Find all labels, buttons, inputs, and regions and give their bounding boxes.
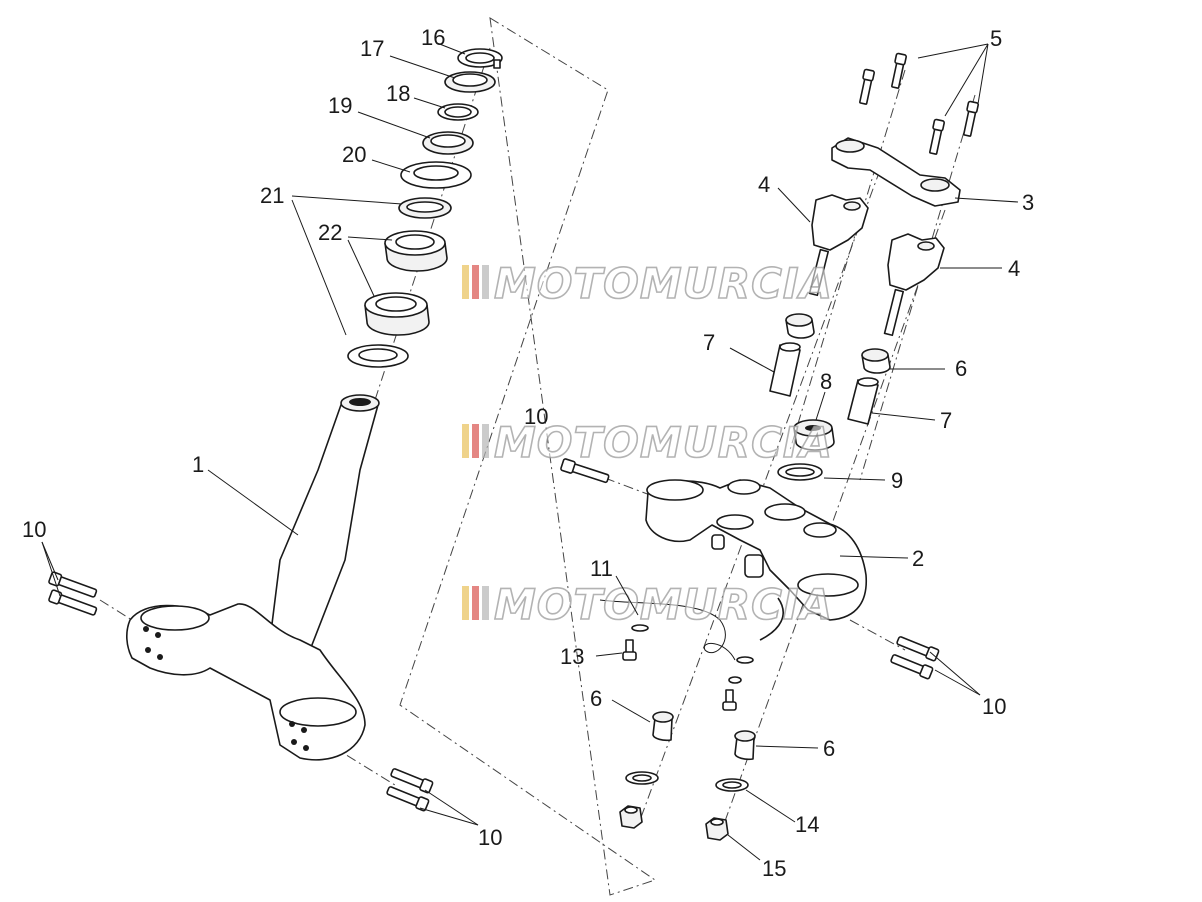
assembly-frame [399,17,657,896]
callout-labels: 16 17 18 19 20 21 22 1 10 10 10 10 5 3 4… [22,25,1034,881]
stem-nut-part [793,419,835,451]
bolts-left-lower [386,768,434,812]
stem-washer-part [777,463,823,481]
callout-10-left: 10 [22,517,46,542]
handlebar-riser-left-part [808,194,869,297]
callout-6-lower-left: 6 [590,686,602,711]
bearing-upper-part [384,230,448,272]
screw-left-part [622,639,637,661]
bolts-upper-clamp-left [560,458,610,484]
callout-10-right: 10 [982,694,1006,719]
spacer-left-part [769,342,801,397]
clamp-axis-a [789,69,906,451]
wire-clip-part [599,599,754,684]
bushing-lower-left-part [652,711,674,742]
bolt-axis-3 [604,477,651,496]
washer-part [437,103,479,121]
watermark-text-2: MOTOMURCIA [494,418,833,467]
bolt-axis-1 [99,599,141,626]
screw-right-part [722,689,737,711]
callout-22: 22 [318,220,342,245]
callout-21: 21 [260,183,284,208]
callout-16: 16 [421,25,445,50]
callout-18: 18 [386,81,410,106]
spacer-right-part [847,377,879,425]
callout-11: 11 [590,556,613,581]
callout-2: 2 [912,546,924,571]
callout-17: 17 [360,36,384,61]
leader-lines [41,42,1019,861]
callout-10-bottom: 10 [478,825,502,850]
callout-14: 14 [795,812,819,837]
callout-8: 8 [820,369,832,394]
nut-lower-right-part [705,817,729,841]
bushing-upper-right-part [861,348,891,374]
handlebar-cap-part [831,137,961,207]
clamp-bolt-holes [143,626,309,751]
bearing-lower-part [364,292,430,336]
handlebar-bolts [859,52,979,155]
watermark-2: MOTOMURCIA [462,417,833,468]
ring-nut-lower-part [422,131,474,155]
lower-clamp-part [126,394,380,761]
callout-4-left: 4 [758,172,770,197]
watermark-text-1: MOTOMURCIA [494,259,833,308]
callout-9: 9 [891,468,903,493]
callout-1: 1 [192,452,204,477]
bearing-ring-upper-part [398,197,452,219]
bushing-upper-left-part [785,313,815,339]
callout-13: 13 [560,644,584,669]
watermark-1: MOTOMURCIA [462,258,833,309]
bolt-axis-4 [849,619,906,651]
callout-6-upper: 6 [955,356,967,381]
nut-lower-left-part [619,805,643,829]
bolts-upper-clamp-right [890,636,940,680]
watermark-text-3: MOTOMURCIA [494,580,833,629]
watermark-3: MOTOMURCIA [462,579,833,630]
steering-stack [347,48,503,368]
handlebar-riser-right-part [883,233,945,337]
callout-7-right: 7 [940,408,952,433]
washer-lower-right-part [715,778,749,792]
callout-4-right: 4 [1008,256,1020,281]
callout-3: 3 [1022,190,1034,215]
callout-7-left: 7 [703,330,715,355]
lock-washer-part [457,48,503,69]
callout-19: 19 [328,93,352,118]
dust-seal-part [400,161,472,189]
ring-nut-upper-part [444,71,496,93]
callout-5: 5 [990,26,1002,51]
bearing-ring-lower-part [347,344,409,368]
bushing-lower-right-part [734,730,756,761]
bolt-axis-2 [329,744,396,786]
callout-10-center: 10 [524,404,548,429]
washer-lower-left-part [625,771,659,785]
callout-6-lower-right: 6 [823,736,835,761]
upper-clamp-part [645,479,868,641]
callout-15: 15 [762,856,786,881]
callout-20: 20 [342,142,366,167]
bolts-left-upper [48,571,98,616]
